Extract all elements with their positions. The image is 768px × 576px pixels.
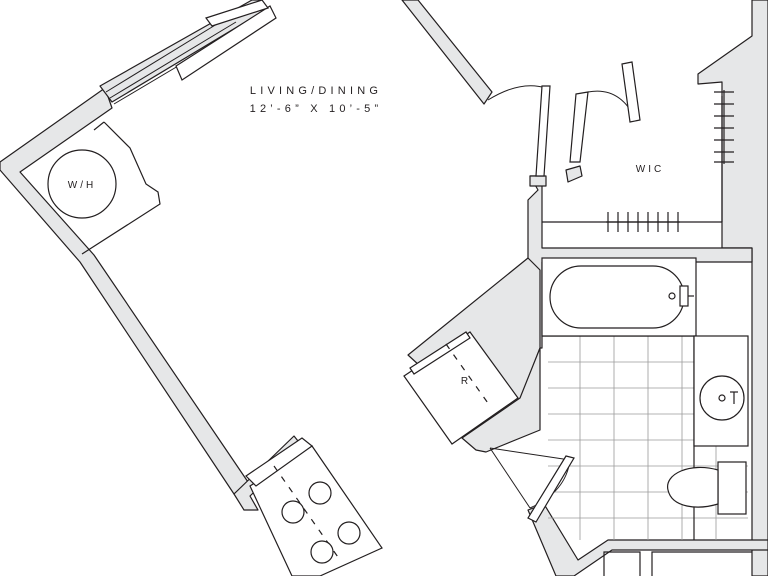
toilet [667,461,747,515]
window [105,0,277,105]
living-room-door [487,85,551,177]
walk-in-closet-label: WIC [636,164,664,175]
living-dining-label: LIVING/DINING [250,85,382,97]
burner-bottom-left [337,521,361,545]
north-east-diagonal-wall [401,0,493,105]
closet-door-stub [529,175,547,187]
water-heater-closet: W/H [47,121,161,255]
living-dining-dimensions: 12’-6” X 10’-5” [250,103,383,115]
burner-bottom-right [310,540,334,564]
closet-door-stub-right [565,165,583,183]
bath-entry-wall [461,347,541,453]
bathroom [489,257,749,540]
bathroom-door [489,447,575,523]
vanity-sink [693,335,749,447]
burner-top-left [308,481,332,505]
west-diagonal-wall [0,87,249,495]
bathtub [541,257,697,337]
refrigerator-label: R [461,376,471,387]
closet-rod-bottom [606,212,680,232]
kitchen-range [245,437,383,576]
lower-right-rooms [603,551,752,576]
water-heater-label: W/H [68,180,96,191]
refrigerator: R [403,331,519,445]
walk-in-closet: WIC [542,61,734,232]
burner-top-right [281,500,305,524]
closet-rod-right [714,90,734,164]
water-heater-icon [47,149,117,219]
